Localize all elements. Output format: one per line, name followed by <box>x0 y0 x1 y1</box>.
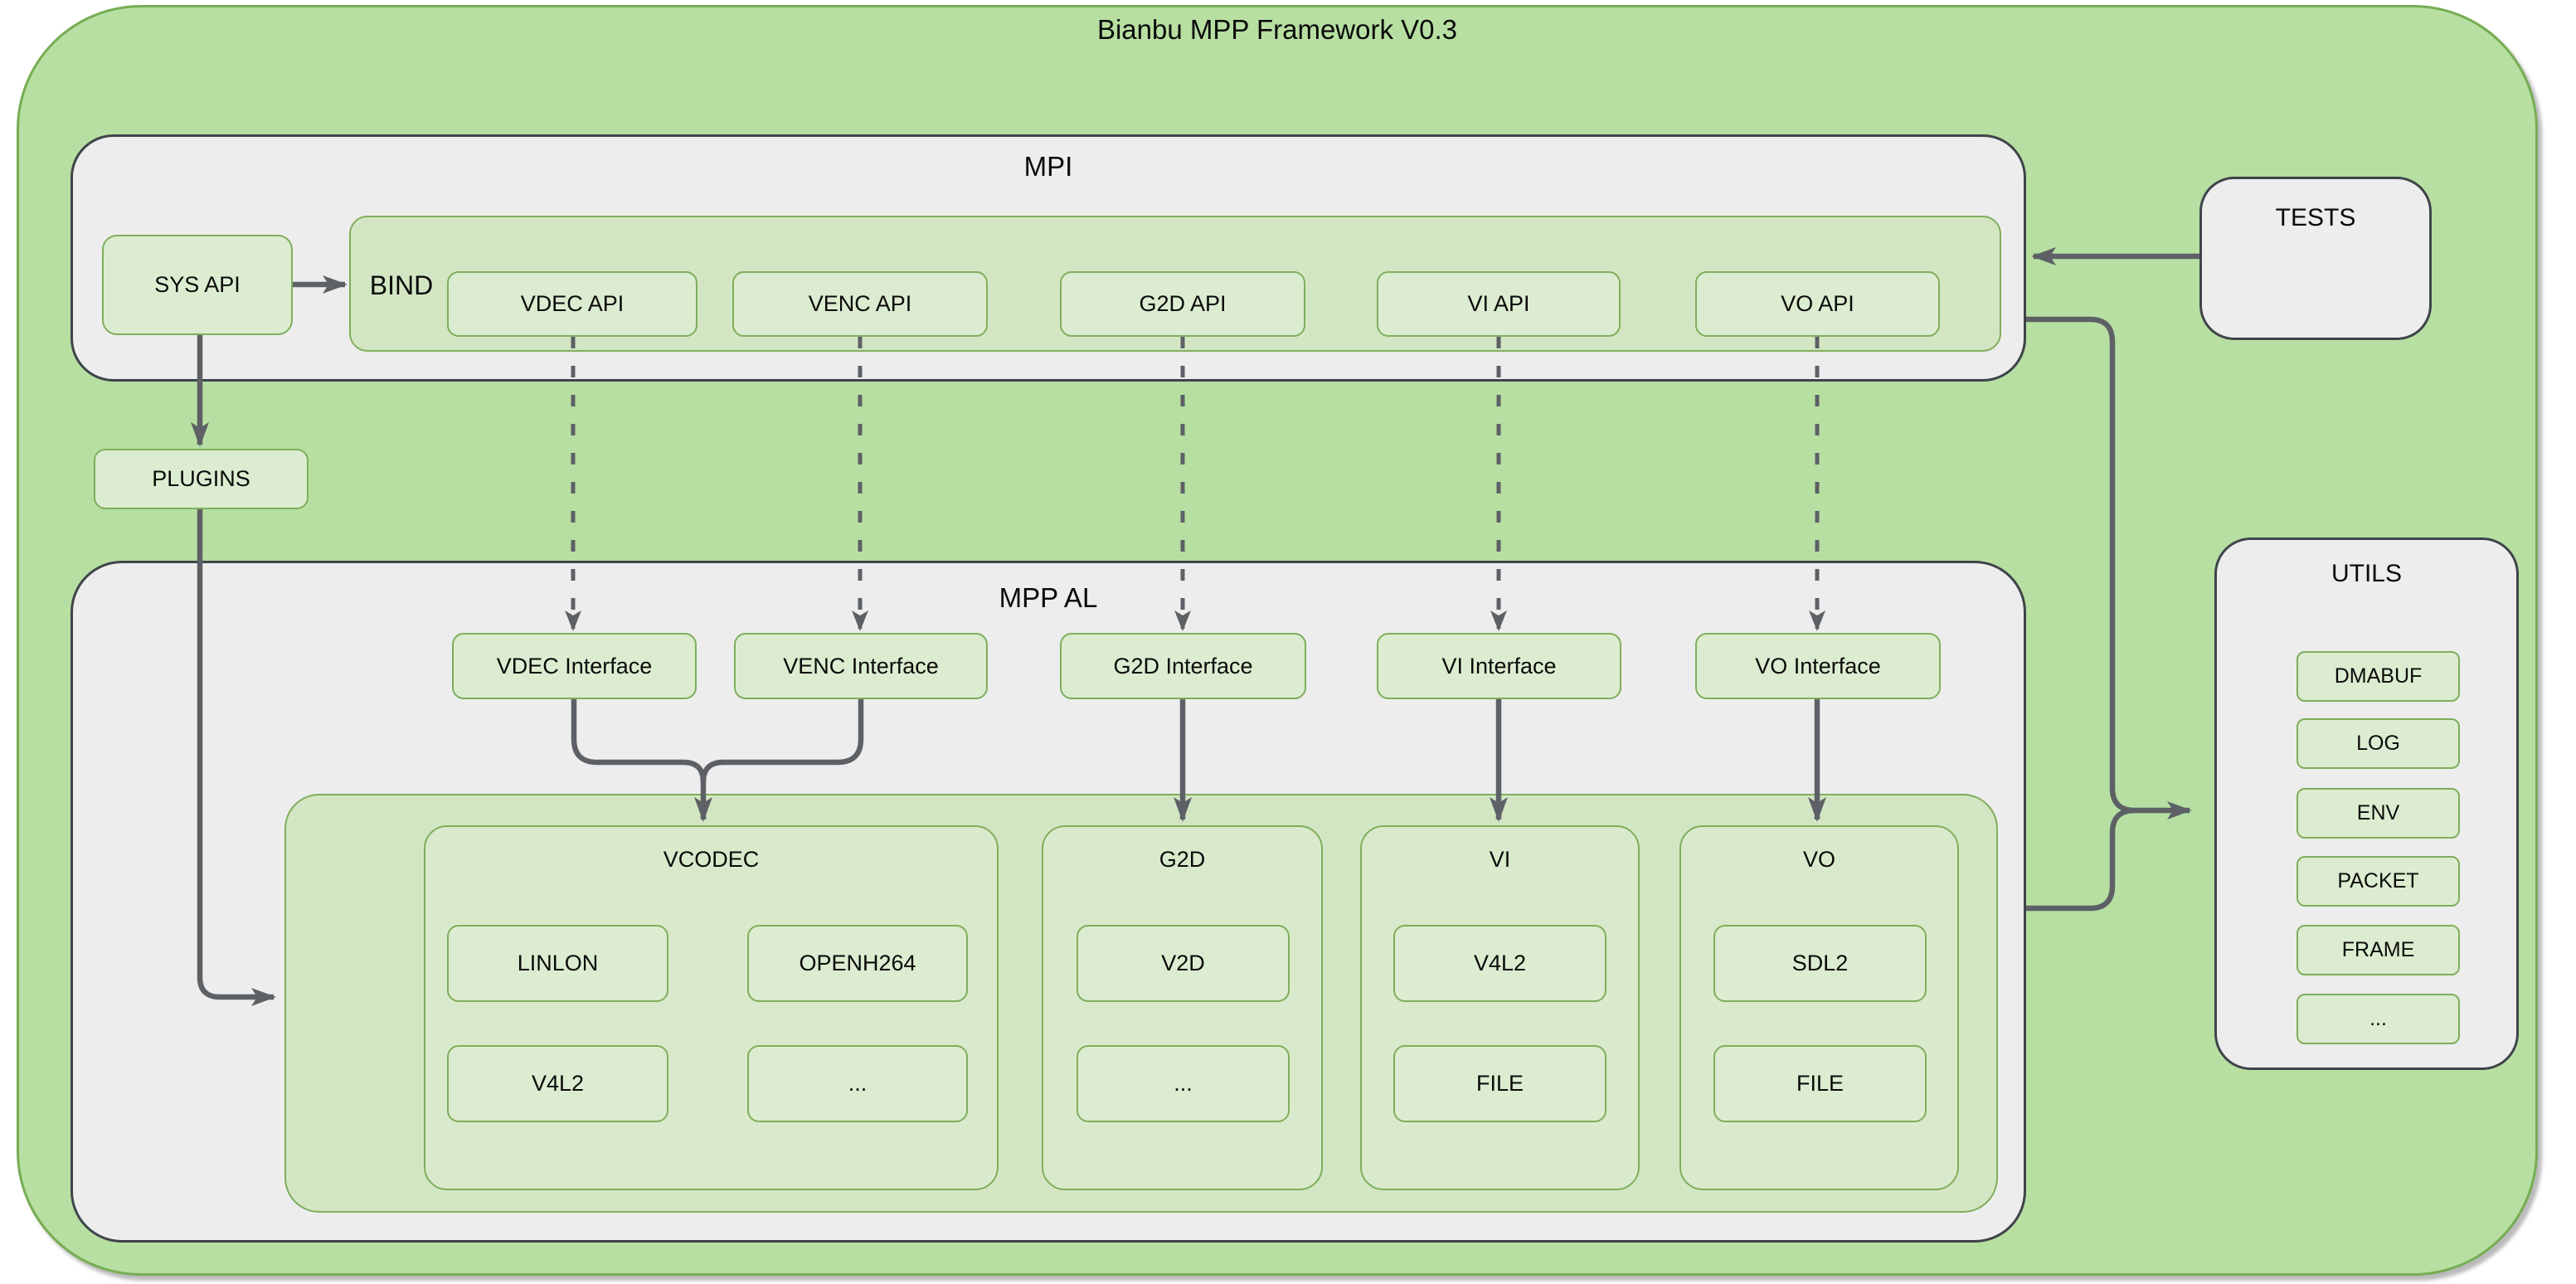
vo-file-box: FILE <box>1713 1045 1927 1122</box>
vcodec-group-title: VCODEC <box>663 846 760 872</box>
vcodec-more-box: ... <box>747 1045 968 1122</box>
vcodec-v4l2-box: V4L2 <box>447 1045 668 1122</box>
sdl2-box: SDL2 <box>1713 925 1927 1002</box>
vo-interface-box: VO Interface <box>1695 633 1941 699</box>
vo-group <box>1679 825 1959 1190</box>
vdec-api-box: VDEC API <box>447 271 697 337</box>
vi-v4l2-box: V4L2 <box>1393 925 1606 1002</box>
vdec-interface-box: VDEC Interface <box>452 633 697 699</box>
vo-group-title: VO <box>1802 846 1835 872</box>
g2d-group <box>1042 825 1323 1190</box>
packet-box: PACKET <box>2297 856 2460 907</box>
diagram-title: Bianbu MPP Framework V0.3 <box>1096 14 1458 45</box>
vcodec-group <box>424 825 999 1190</box>
frame-box: FRAME <box>2297 925 2460 975</box>
g2d-more-box: ... <box>1077 1045 1290 1122</box>
log-box: LOG <box>2297 718 2460 769</box>
vi-group-title: VI <box>1489 846 1511 872</box>
bind-label: BIND <box>369 270 434 300</box>
g2d-group-title: G2D <box>1159 846 1206 872</box>
vi-file-box: FILE <box>1393 1045 1606 1122</box>
env-box: ENV <box>2297 788 2460 839</box>
tests-panel <box>2199 177 2432 340</box>
tests-label: TESTS <box>2275 204 2356 231</box>
openh264-box: OPENH264 <box>747 925 968 1002</box>
utils-more-box: ... <box>2297 994 2460 1044</box>
g2d-interface-box: G2D Interface <box>1060 633 1306 699</box>
vi-interface-box: VI Interface <box>1377 633 1621 699</box>
vi-group <box>1360 825 1640 1190</box>
mpp-al-panel-title: MPP AL <box>999 582 1098 613</box>
g2d-api-box: G2D API <box>1060 271 1305 337</box>
sys-api-box: SYS API <box>102 235 293 335</box>
vo-api-box: VO API <box>1695 271 1940 337</box>
utils-label: UTILS <box>2331 560 2403 587</box>
linlon-box: LINLON <box>447 925 668 1002</box>
vi-api-box: VI API <box>1377 271 1621 337</box>
venc-api-box: VENC API <box>732 271 988 337</box>
mpi-panel-title: MPI <box>1023 151 1073 182</box>
v2d-box: V2D <box>1077 925 1290 1002</box>
plugins-box: PLUGINS <box>94 449 309 509</box>
dmabuf-box: DMABUF <box>2297 651 2460 702</box>
venc-interface-box: VENC Interface <box>734 633 988 699</box>
